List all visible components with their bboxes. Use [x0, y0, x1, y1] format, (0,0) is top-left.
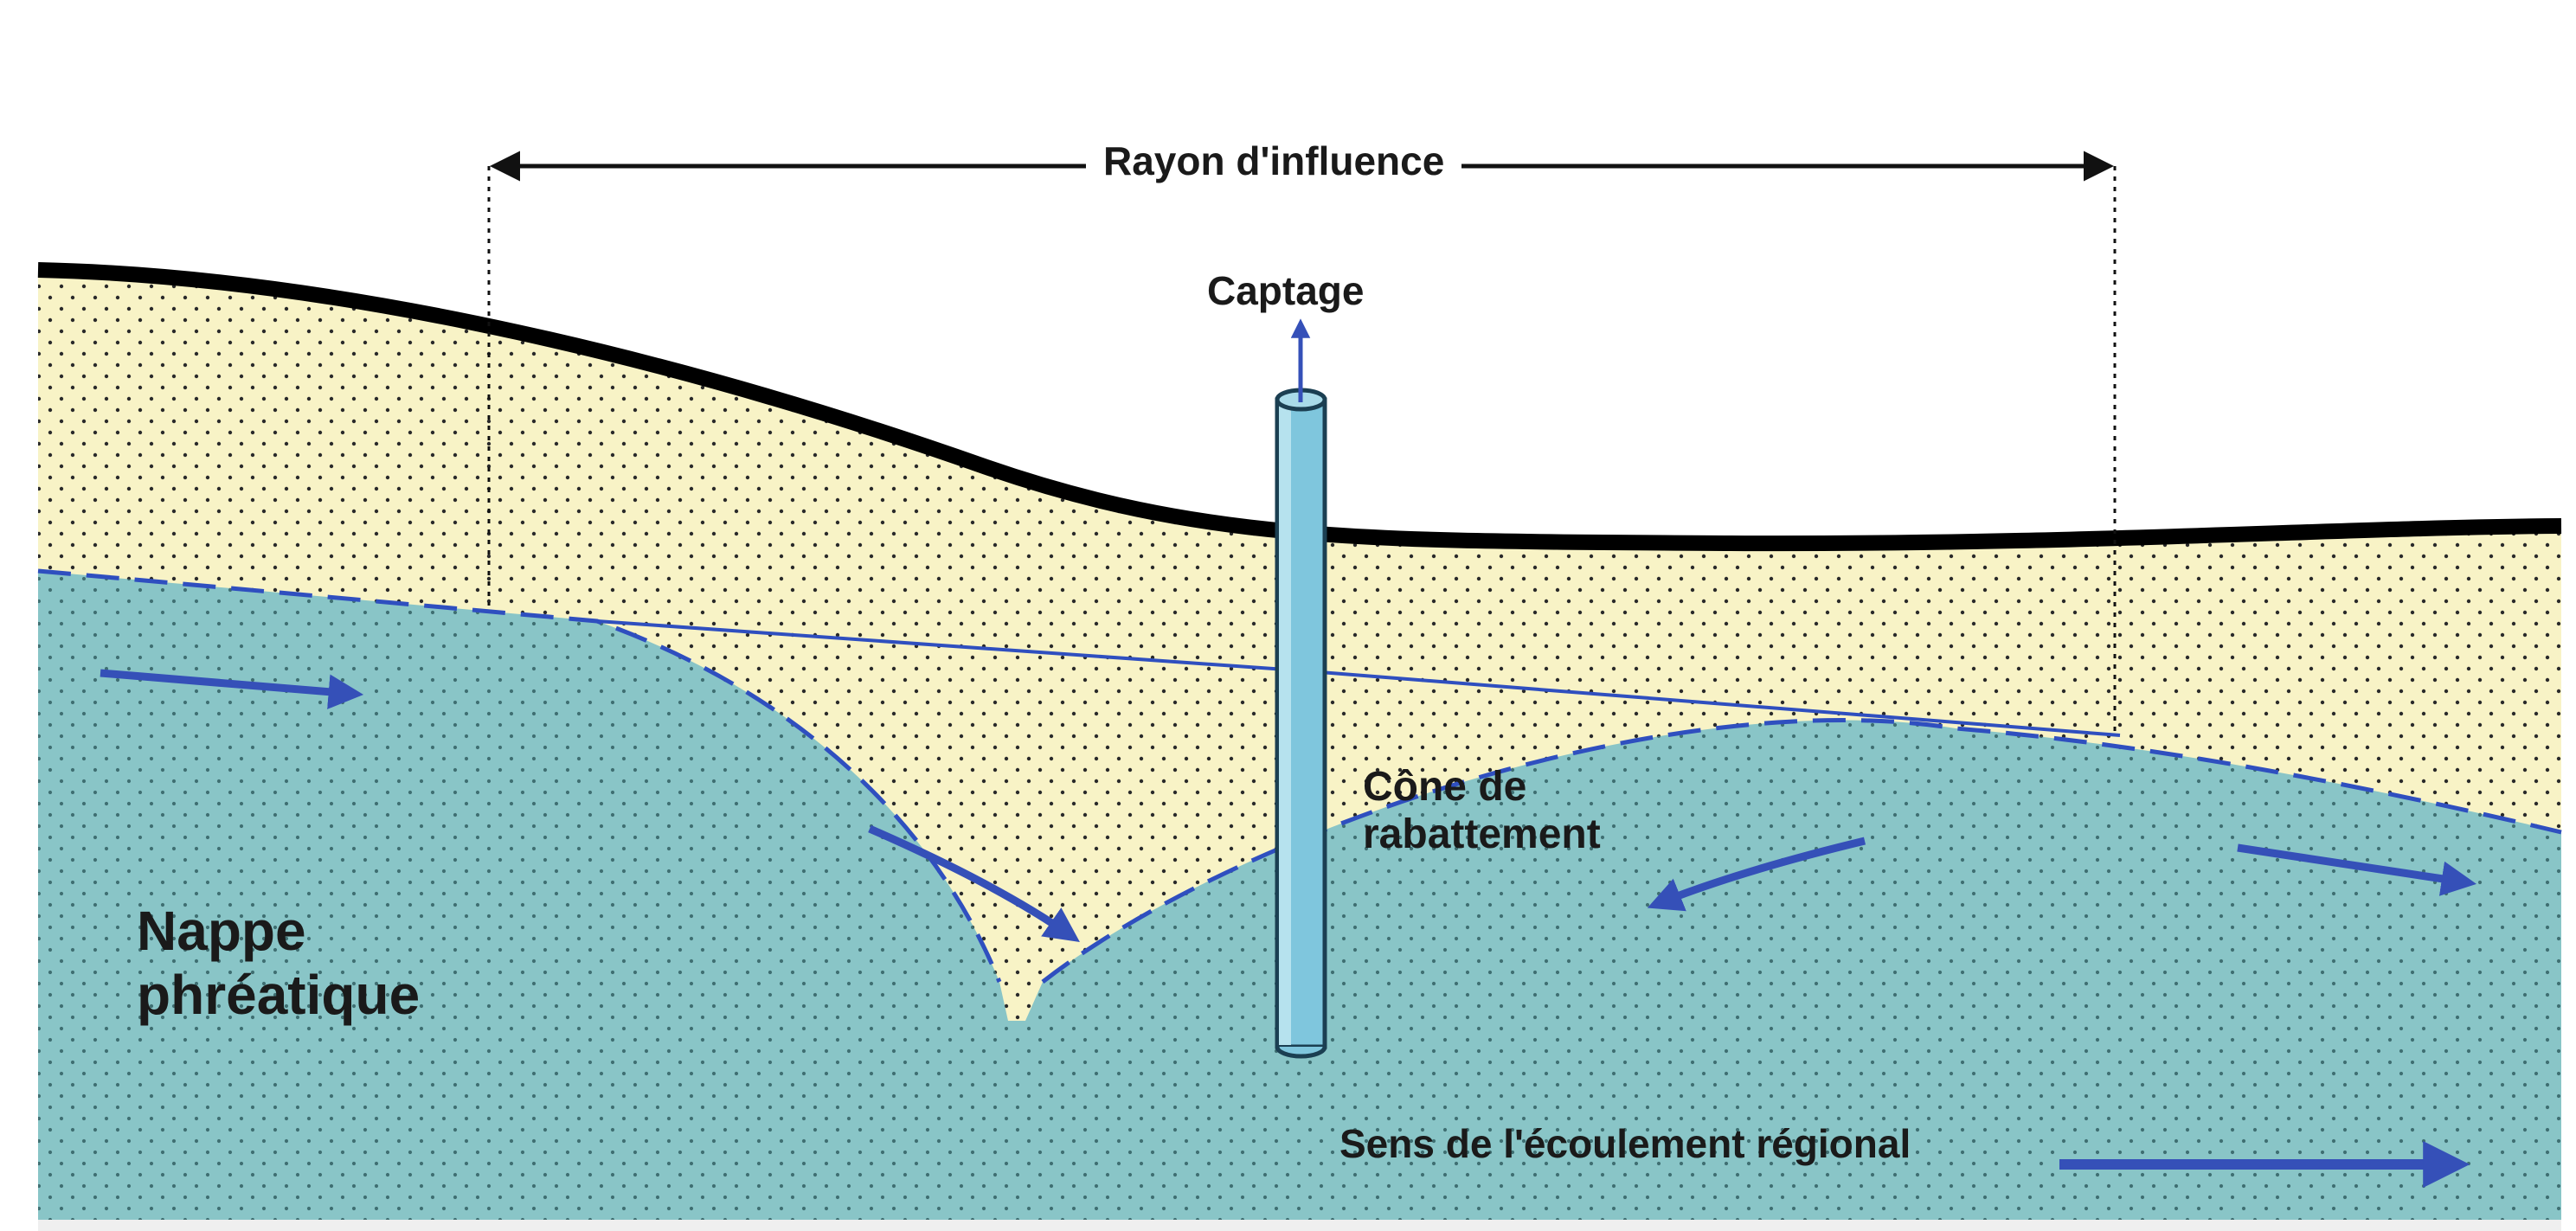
- drawdown-cone-label: Cône de rabattement: [1363, 763, 1601, 858]
- bottom-band: [38, 1220, 2561, 1231]
- drawdown-cone-label-line-1: Cône de: [1363, 764, 1527, 810]
- water-table-label: Nappe phréatique: [137, 900, 420, 1027]
- flow-arrow-right: [2237, 843, 2477, 896]
- water-table-label-line-1: Nappe: [137, 900, 306, 962]
- well-pipe: [1275, 388, 1327, 1059]
- drawdown-water-table-line-right: [1041, 718, 2562, 984]
- water-table-label-line-2: phréatique: [137, 963, 421, 1026]
- well-label: Captage: [1207, 268, 1365, 313]
- influence-radius-label: Rayon d'influence: [1086, 138, 1462, 184]
- flow-arrow-toward-well-left: [868, 824, 1080, 942]
- flow-arrow-left: [100, 669, 364, 709]
- drawdown-cone-label-line-2: rabattement: [1363, 811, 1601, 858]
- drawdown-water-table-line: [37, 568, 1002, 983]
- flow-arrow-toward-well-right: [1647, 837, 1866, 912]
- regional-flow-label: Sens de l'écoulement régional: [1339, 1121, 1911, 1166]
